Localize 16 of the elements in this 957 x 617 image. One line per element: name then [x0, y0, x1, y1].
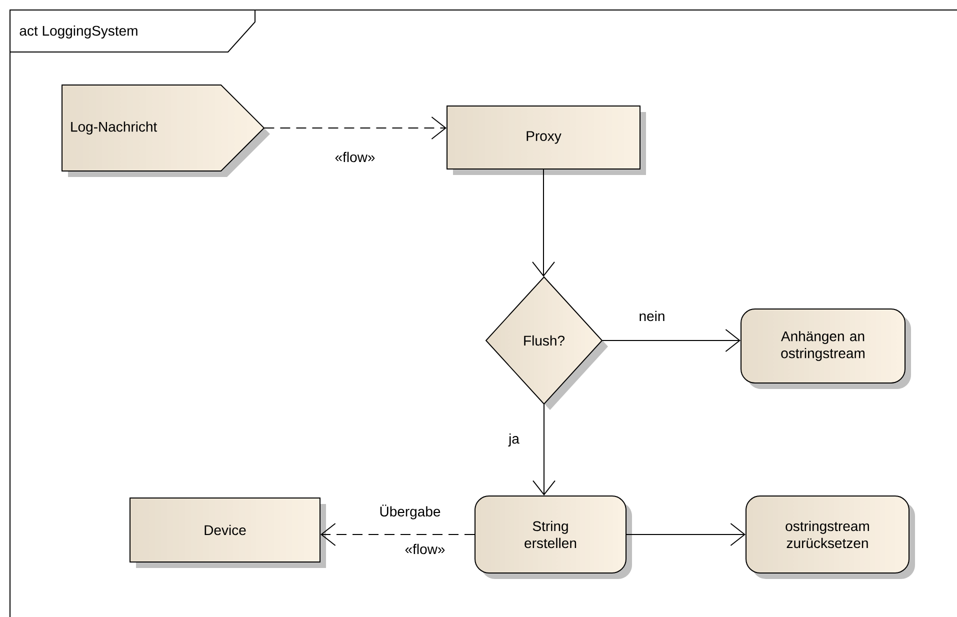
arrow: [626, 522, 746, 546]
action-box: ostringstream zurücksetzen: [746, 495, 915, 579]
arrow: [602, 328, 740, 352]
process-box: Device: [130, 497, 326, 568]
edge-label: nein: [638, 310, 666, 322]
arrow: [264, 116, 446, 140]
action-box: String erstellen: [474, 495, 632, 579]
edge-label: ja: [508, 432, 520, 448]
process-box: Proxy: [446, 106, 646, 175]
action-box: Anhängen an ostringstream: [740, 308, 911, 389]
arrow: [532, 404, 556, 496]
arrow: [532, 168, 555, 277]
edge-label: «flow»: [334, 150, 376, 164]
edge-label: Übergabe: [378, 504, 442, 520]
arrow: [320, 522, 475, 546]
stereotype-label: «flow»: [404, 542, 446, 556]
